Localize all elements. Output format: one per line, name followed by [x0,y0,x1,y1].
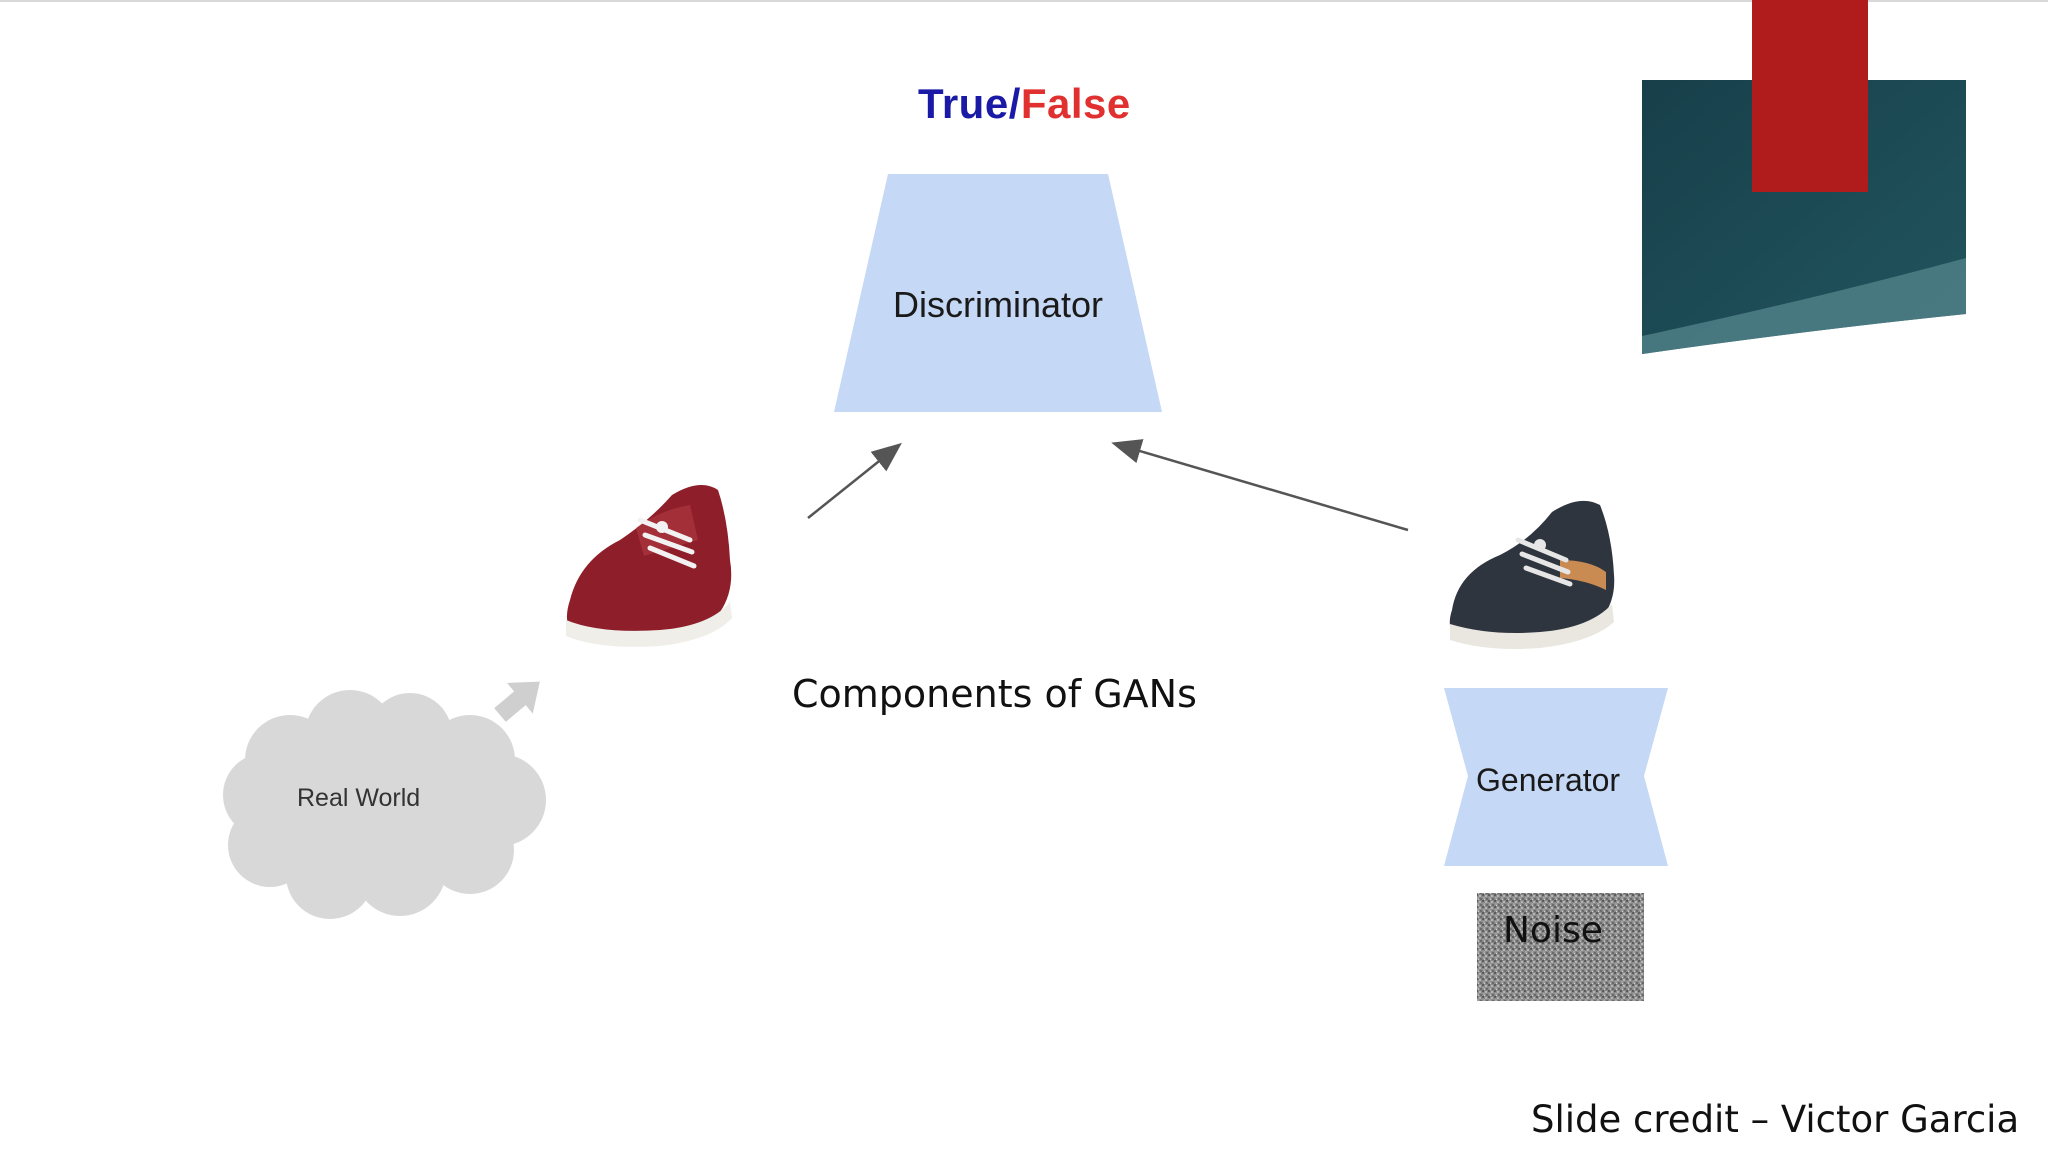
red-bookmark [1752,0,1868,192]
fake-to-discriminator-arrow [1111,439,1409,532]
discriminator-output-label: True/False [918,80,1131,128]
discriminator-label: Discriminator [893,284,1104,325]
real-world-arrow-icon [494,681,540,722]
slide-credit: Slide credit – Victor Garcia [1531,1098,2020,1141]
real-world-cloud-icon [223,690,546,919]
noise-box [1477,893,1644,1001]
generator-shape [1444,688,1668,866]
top-divider [0,0,2048,2]
real-world-label: Real World [297,784,421,812]
dark-sneaker-icon [1449,500,1615,649]
discriminator-shape [834,174,1162,412]
generator-label: Generator [1476,762,1621,798]
slash-text: / [1008,80,1021,127]
teal-swoosh [1642,258,1966,354]
real-to-discriminator-arrow [807,442,902,519]
slide-caption: Components of GANs [792,672,1197,716]
corner-decoration [1642,0,1966,354]
false-text: False [1020,80,1131,127]
red-sneaker-icon [566,485,732,647]
noise-label: Noise [1503,910,1603,951]
true-text: True [918,80,1009,127]
